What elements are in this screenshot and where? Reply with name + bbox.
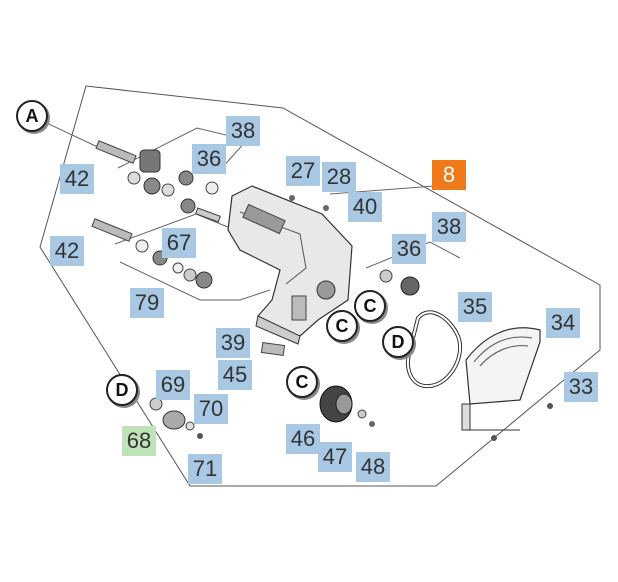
part-label-8[interactable]: 8 [432,160,466,190]
part-label-36-right[interactable]: 36 [392,234,426,264]
leader-a [35,117,105,151]
part-label-79[interactable]: 79 [130,288,164,318]
part-label-40[interactable]: 40 [348,192,382,222]
screw-33a [547,403,553,409]
part-label-34[interactable]: 34 [546,308,580,338]
plate-39 [260,341,286,357]
marker-c-2[interactable]: C [326,310,358,342]
group-line-lower [119,261,271,301]
part-label-68[interactable]: 68 [122,426,156,456]
marker-c-1[interactable]: C [354,290,386,322]
part-label-27[interactable]: 27 [286,156,320,186]
group-line-upper [117,127,248,171]
part-label-39[interactable]: 39 [216,328,250,358]
gearbox-housing [227,185,353,345]
marker-d-2[interactable]: D [106,374,138,406]
part-label-70[interactable]: 70 [194,394,228,424]
part-label-69[interactable]: 69 [156,370,190,400]
marker-a[interactable]: A [16,100,48,132]
upper-shaft-group [95,140,221,223]
part-label-45[interactable]: 45 [218,360,252,390]
part-label-47[interactable]: 47 [318,442,352,472]
part-label-46[interactable]: 46 [286,424,320,454]
part-label-36-top[interactable]: 36 [192,144,226,174]
assembly-outline [39,85,601,487]
part-label-42-top[interactable]: 42 [60,164,94,194]
leader-8 [329,185,435,195]
right-gear-group [379,269,420,296]
part-label-42-bottom[interactable]: 42 [50,236,84,266]
group-line-right [365,241,461,269]
part-label-67[interactable]: 67 [162,228,196,258]
part-label-38-top[interactable]: 38 [226,116,260,146]
marker-c-3[interactable]: C [286,366,318,398]
marker-d-1[interactable]: D [382,326,414,358]
part-label-71[interactable]: 71 [188,454,222,484]
part-label-28[interactable]: 28 [322,162,356,192]
screw-33b [491,435,497,441]
part-label-35[interactable]: 35 [458,292,492,322]
belt-cover [461,327,541,431]
roller-group [319,385,375,427]
part-label-38-right[interactable]: 38 [432,212,466,242]
part-label-33[interactable]: 33 [564,372,598,402]
part-label-48[interactable]: 48 [356,452,390,482]
